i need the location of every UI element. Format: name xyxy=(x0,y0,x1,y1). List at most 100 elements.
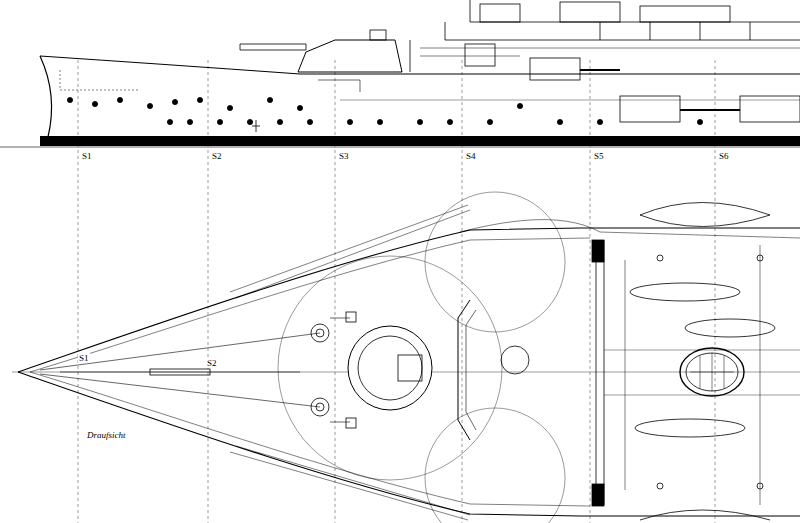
bulkhead xyxy=(592,240,604,262)
traverse-arc xyxy=(425,192,565,332)
funnel xyxy=(686,353,738,391)
porthole xyxy=(297,105,302,110)
station-label: S3 xyxy=(338,151,350,161)
superstructure xyxy=(470,0,800,22)
porthole xyxy=(597,119,602,124)
porthole xyxy=(187,119,192,124)
porthole xyxy=(117,97,122,102)
hatch xyxy=(465,44,495,66)
deckhouse xyxy=(480,4,520,22)
porthole xyxy=(347,119,352,124)
station-label: S4 xyxy=(465,151,477,161)
turret xyxy=(358,336,422,400)
station-line xyxy=(78,60,715,523)
porthole xyxy=(517,103,522,108)
porthole xyxy=(67,97,72,102)
superstructure xyxy=(410,40,411,72)
davit xyxy=(757,255,763,261)
porthole xyxy=(217,119,222,124)
gun-barrel xyxy=(580,70,740,110)
gun-barrel xyxy=(240,44,306,50)
vent xyxy=(330,318,350,422)
porthole xyxy=(147,103,152,108)
davit xyxy=(657,483,663,489)
boat xyxy=(640,203,770,227)
plan-view xyxy=(12,192,800,523)
hull-line xyxy=(60,70,140,90)
windlass xyxy=(316,403,324,411)
capstan-bar xyxy=(150,369,210,375)
station-lines xyxy=(78,60,715,523)
deck-line xyxy=(604,350,800,395)
boat xyxy=(630,283,740,301)
barbette xyxy=(348,326,432,410)
deck-edge xyxy=(30,372,590,506)
boot-topping xyxy=(40,136,800,146)
funnel xyxy=(680,348,744,396)
funnel-grate xyxy=(690,353,734,391)
davit xyxy=(657,255,663,261)
vent xyxy=(346,312,356,322)
windlass xyxy=(311,324,329,342)
breakwater xyxy=(458,300,470,440)
porthole xyxy=(697,119,702,124)
station-label: S1 xyxy=(78,353,90,363)
sheer-line xyxy=(40,56,800,74)
porthole xyxy=(307,119,312,124)
porthole xyxy=(172,99,177,104)
porthole xyxy=(417,119,422,124)
station-label: S6 xyxy=(718,151,730,161)
porthole xyxy=(277,119,282,124)
portholes xyxy=(67,97,702,124)
porthole xyxy=(92,101,97,106)
windlass xyxy=(316,329,324,337)
casemate xyxy=(530,58,580,80)
side-view xyxy=(0,0,800,147)
station-label: S1 xyxy=(81,151,93,161)
boom xyxy=(230,205,470,298)
station-label: S2 xyxy=(206,358,218,368)
superstructure xyxy=(445,22,800,40)
traverse-arc xyxy=(425,408,565,523)
porthole xyxy=(267,97,272,102)
fitting xyxy=(318,80,360,92)
turret xyxy=(298,40,402,72)
hawse-mark xyxy=(252,120,260,132)
bow-stem xyxy=(40,56,52,137)
bulkhead xyxy=(592,484,604,506)
station-label: S2 xyxy=(211,151,223,161)
deckhouse xyxy=(640,6,730,22)
porthole xyxy=(197,97,202,102)
davit xyxy=(757,483,763,489)
porthole xyxy=(167,119,172,124)
porthole xyxy=(447,119,452,124)
davit-rail xyxy=(625,245,760,505)
traverse-arc xyxy=(278,256,502,480)
view-title: Draufsicht xyxy=(86,430,127,440)
deck-edge xyxy=(460,220,800,238)
boom xyxy=(230,446,470,520)
vent xyxy=(346,418,356,428)
boat xyxy=(635,419,745,437)
porthole xyxy=(557,119,562,124)
hull-line xyxy=(340,100,800,101)
anchor-chain xyxy=(40,333,320,407)
rangefinder xyxy=(370,30,386,40)
porthole xyxy=(377,119,382,124)
station-label: S5 xyxy=(593,151,605,161)
porthole xyxy=(247,119,252,124)
deck-edge xyxy=(30,238,590,372)
boat xyxy=(685,319,775,337)
windlass xyxy=(311,398,329,416)
boat xyxy=(640,510,770,520)
deckhouse xyxy=(560,2,620,22)
breakwater xyxy=(466,310,476,430)
turret-hood xyxy=(398,355,422,381)
porthole xyxy=(487,119,492,124)
rail xyxy=(420,48,800,56)
hatch xyxy=(501,346,529,374)
baseline xyxy=(0,147,800,148)
stanchion xyxy=(600,22,750,40)
porthole xyxy=(227,105,232,110)
